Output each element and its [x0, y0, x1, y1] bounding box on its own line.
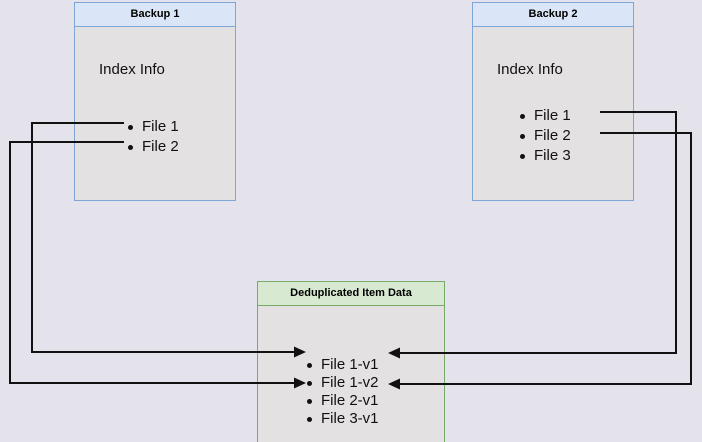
- dedup-body: File 1-v1 File 1-v2 File 2-v1 File 3-v1: [258, 306, 444, 442]
- list-item[interactable]: File 3-v1: [304, 410, 379, 428]
- backup1-title: Backup 1: [75, 3, 235, 27]
- list-item[interactable]: File 1-v2: [304, 374, 379, 392]
- dedup-item-list: File 1-v1 File 1-v2 File 2-v1 File 3-v1: [304, 356, 379, 428]
- list-item[interactable]: File 2-v1: [304, 392, 379, 410]
- backup2-file-list: File 1 File 2 File 3: [517, 106, 571, 166]
- list-item[interactable]: File 2: [125, 137, 179, 157]
- list-item[interactable]: File 3: [517, 146, 571, 166]
- backup2-node[interactable]: Backup 2 Index Info File 1 File 2 File 3: [472, 2, 634, 201]
- list-item[interactable]: File 1-v1: [304, 356, 379, 374]
- list-item[interactable]: File 1: [125, 117, 179, 137]
- backup1-index-info-label: Index Info: [99, 61, 165, 78]
- dedup-title: Deduplicated Item Data: [258, 282, 444, 306]
- dedup-node[interactable]: Deduplicated Item Data File 1-v1 File 1-…: [257, 281, 445, 442]
- list-item[interactable]: File 2: [517, 126, 571, 146]
- backup2-index-info-label: Index Info: [497, 61, 563, 78]
- backup1-node[interactable]: Backup 1 Index Info File 1 File 2: [74, 2, 236, 201]
- backup2-body: Index Info File 1 File 2 File 3: [473, 27, 633, 200]
- backup1-file-list: File 1 File 2: [125, 117, 179, 157]
- backup1-body: Index Info File 1 File 2: [75, 27, 235, 200]
- list-item[interactable]: File 1: [517, 106, 571, 126]
- backup2-title: Backup 2: [473, 3, 633, 27]
